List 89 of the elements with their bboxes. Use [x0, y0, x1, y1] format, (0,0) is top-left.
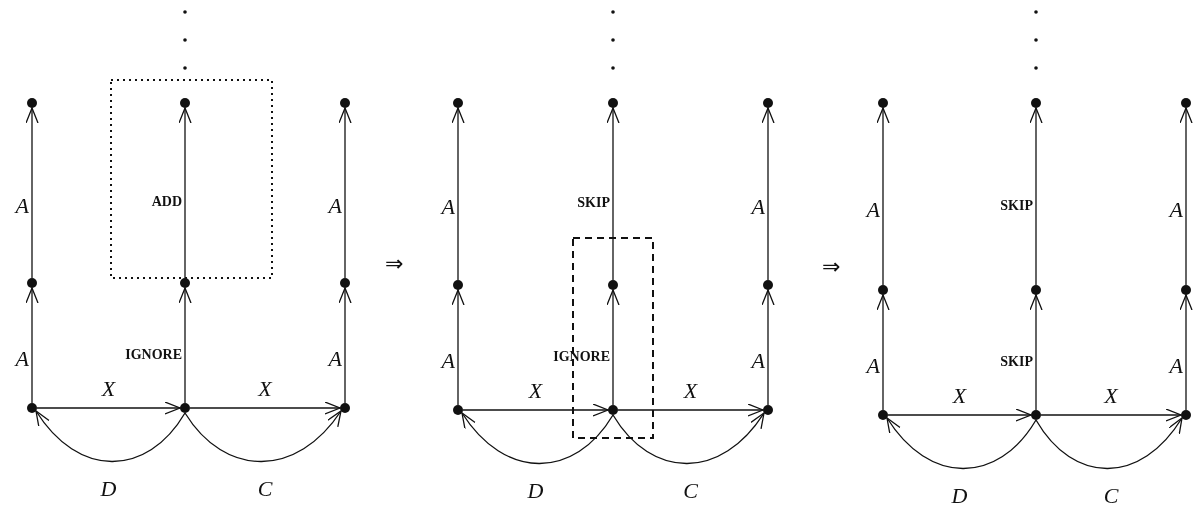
node-dot	[340, 98, 350, 108]
edge-label: C	[683, 480, 698, 502]
edge-label: D	[527, 480, 544, 502]
edge-label: A	[15, 347, 29, 370]
node-dot	[763, 98, 773, 108]
edge-label: SKIP	[577, 196, 610, 210]
node-dot	[878, 285, 888, 295]
node-dot	[453, 405, 463, 415]
node-dot	[1181, 98, 1191, 108]
node-dot	[763, 280, 773, 290]
node-dot	[1031, 410, 1041, 420]
arrow	[25, 287, 39, 404]
arrow	[761, 289, 775, 406]
edge-label: A	[1169, 354, 1183, 377]
edge-label: C	[257, 478, 273, 500]
edge-label: X	[952, 385, 967, 407]
arrow	[338, 107, 352, 279]
node-dot	[1181, 285, 1191, 295]
edge-label: SKIP	[1000, 354, 1033, 369]
node-dot	[608, 98, 618, 108]
edge-label: A	[328, 347, 342, 370]
node-dot	[453, 98, 463, 108]
node-dot	[763, 405, 773, 415]
arrow	[1179, 294, 1193, 411]
edge-label: A	[328, 195, 342, 217]
edge-label: A	[441, 349, 455, 372]
implies-arrow: ⇒	[822, 256, 841, 278]
arrow	[178, 287, 192, 404]
edge-label: IGNORE	[125, 347, 182, 362]
edge-label: A	[866, 354, 880, 377]
edge-label: X	[528, 380, 543, 402]
node-dot	[27, 403, 37, 413]
arrow	[876, 294, 890, 411]
node-dot	[1031, 98, 1041, 108]
node-dot	[1181, 410, 1191, 420]
edge-label: X	[683, 380, 698, 402]
node-dot	[27, 278, 37, 288]
arrow	[25, 107, 39, 279]
arrow	[1040, 408, 1182, 422]
arrow	[886, 417, 1037, 470]
arrow	[1179, 107, 1193, 286]
edge-label: A	[751, 349, 765, 372]
node-dot	[608, 405, 618, 415]
arrow	[612, 412, 765, 465]
node-dot	[340, 278, 350, 288]
node-dot	[1031, 285, 1041, 295]
arrow	[178, 107, 192, 279]
arrow	[35, 410, 186, 463]
edge-label: A	[866, 198, 880, 221]
arrow	[1035, 417, 1183, 470]
arrow	[606, 289, 620, 406]
arrow	[617, 403, 764, 417]
node-dot	[878, 410, 888, 420]
node-dot	[27, 98, 37, 108]
node-dot	[453, 280, 463, 290]
arrow	[184, 410, 342, 463]
edge-label: A	[441, 196, 455, 218]
edge-label: X	[101, 378, 116, 400]
node-dot	[340, 403, 350, 413]
arrow	[462, 403, 609, 417]
arrow	[606, 107, 620, 281]
edge-label: A	[15, 195, 29, 217]
arrow	[1029, 294, 1043, 411]
arrow	[451, 107, 465, 281]
edge-label: ADD	[151, 195, 182, 209]
edge-label: X	[1104, 385, 1118, 407]
arrow	[887, 408, 1032, 422]
edge-label: C	[1103, 485, 1119, 507]
node-dot	[180, 278, 190, 288]
arrow	[451, 289, 465, 406]
node-dot	[878, 98, 888, 108]
edge-label: SKIP	[1000, 198, 1033, 213]
arrow	[461, 412, 614, 465]
edge-label: A	[1169, 198, 1183, 221]
edge-label: A	[751, 196, 765, 218]
node-dot	[180, 98, 190, 108]
edge-label: IGNORE	[553, 349, 610, 364]
arrow	[189, 401, 341, 415]
edge-label: X	[258, 378, 272, 400]
node-dot	[180, 403, 190, 413]
edge-label: D	[100, 478, 117, 500]
arrow	[876, 107, 890, 286]
edge-label: D	[951, 485, 968, 507]
arrow	[36, 401, 181, 415]
arrow	[761, 107, 775, 281]
arrow	[338, 287, 352, 404]
arrow	[1029, 107, 1043, 286]
node-dot	[608, 280, 618, 290]
implies-arrow: ⇒	[385, 253, 404, 275]
